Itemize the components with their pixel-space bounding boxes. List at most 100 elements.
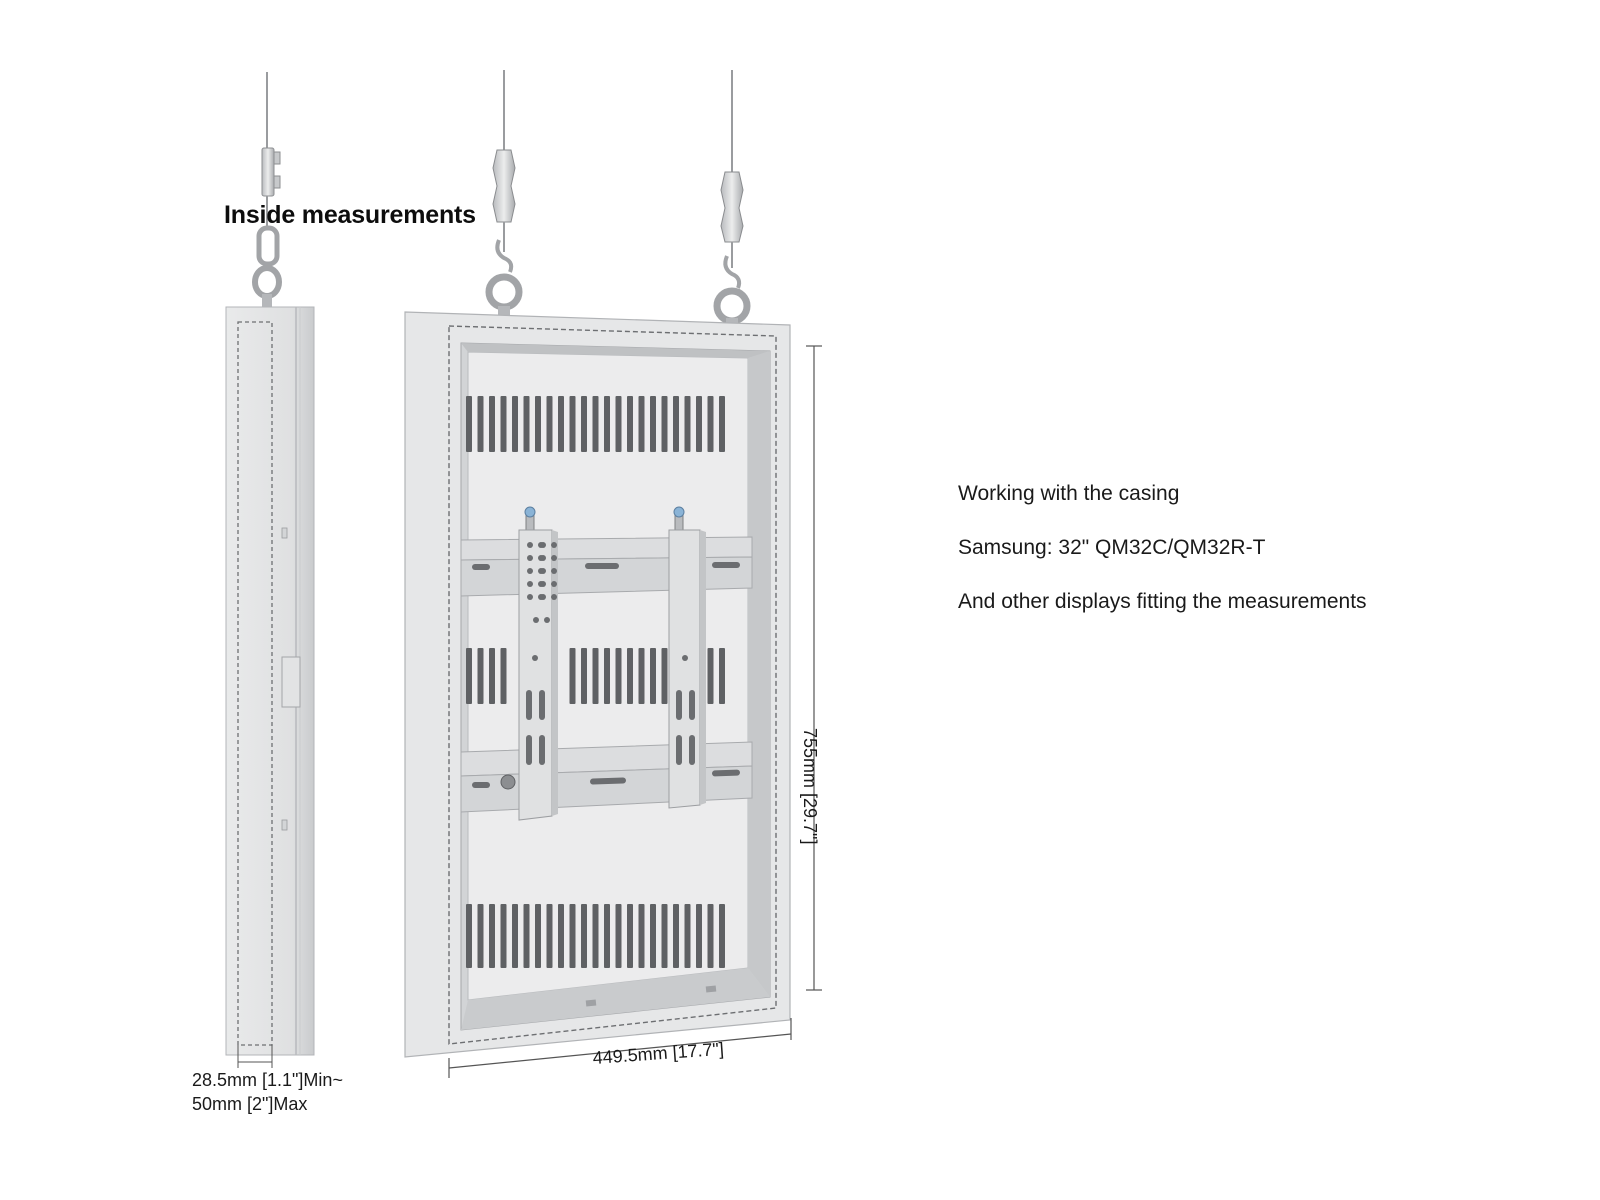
- vesa-bracket-left: [518, 506, 558, 821]
- vent-slot: [638, 904, 645, 968]
- bracket-hole: [538, 555, 544, 561]
- bracket-hole: [533, 617, 539, 623]
- bracket-hole: [526, 735, 532, 765]
- vent-slot: [638, 396, 645, 452]
- bracket-hole: [689, 690, 695, 720]
- bracket-hole: [689, 735, 695, 765]
- vent-slot: [604, 396, 610, 452]
- vent-slot: [592, 396, 599, 452]
- vent-slot: [512, 396, 518, 452]
- vent-slot: [661, 648, 668, 704]
- bracket-hole: [538, 568, 544, 574]
- vent-slot: [661, 396, 668, 452]
- vent-slot: [581, 648, 587, 704]
- vent-slot: [535, 904, 541, 968]
- vent-slot: [638, 648, 645, 704]
- vent-slot: [627, 904, 633, 968]
- height-dimension-line: [806, 345, 822, 991]
- compatibility-heading: Working with the casing: [958, 482, 1180, 505]
- vent-slot: [673, 396, 679, 452]
- compatibility-note: And other displays fitting the measureme…: [958, 590, 1367, 613]
- bracket-holes: [526, 542, 695, 765]
- vent-slot: [673, 904, 679, 968]
- bracket-hole: [551, 581, 557, 587]
- vent-slot: [615, 396, 622, 452]
- vent-slot: [466, 396, 472, 452]
- vent-slot: [489, 396, 495, 452]
- vent-slot: [684, 396, 691, 452]
- bracket-hole: [527, 542, 533, 548]
- bracket-hole: [551, 542, 557, 548]
- depth-dimension-label-line1: 28.5mm [1.1"]Min~: [192, 1070, 343, 1090]
- vent-slot: [604, 904, 610, 968]
- height-dimension-label: 755mm [29.7"]: [800, 728, 820, 845]
- depth-dimension-label-line2: 50mm [2"]Max: [192, 1094, 308, 1114]
- vent-slot: [523, 904, 530, 968]
- suspension-cables: [266, 70, 733, 172]
- vent-slot: [569, 904, 576, 968]
- vent-slot: [650, 648, 656, 704]
- bracket-hole: [551, 594, 557, 600]
- compatible-model: Samsung: 32" QM32C/QM32R-T: [958, 536, 1266, 559]
- vent-slot: [707, 396, 714, 452]
- bracket-hole: [527, 568, 533, 574]
- vent-slot: [477, 904, 484, 968]
- vent-slot: [523, 396, 530, 452]
- vent-slot: [592, 648, 599, 704]
- vent-slot: [500, 396, 507, 452]
- vent-slot: [627, 396, 633, 452]
- vent-slot: [512, 904, 518, 968]
- vent-slot: [500, 904, 507, 968]
- vent-slot: [546, 396, 553, 452]
- bracket-hole: [676, 690, 682, 720]
- width-dimension-line: [448, 1018, 792, 1078]
- bracket-hole: [551, 568, 557, 574]
- vent-slot: [719, 904, 725, 968]
- bracket-hole: [539, 735, 545, 765]
- vent-slot: [489, 648, 495, 704]
- vent-slot: [569, 648, 576, 704]
- vent-slot: [477, 396, 484, 452]
- vent-slot: [581, 396, 587, 452]
- vent-slot: [707, 904, 714, 968]
- bracket-hole: [538, 594, 544, 600]
- vent-slot: [546, 904, 553, 968]
- bracket-hole: [538, 542, 544, 548]
- vent-slot: [592, 904, 599, 968]
- bracket-hole: [539, 690, 545, 720]
- front-hanger-right: [713, 171, 751, 328]
- vent-slot: [707, 648, 714, 704]
- bracket-hole: [527, 594, 533, 600]
- vent-slot: [581, 904, 587, 968]
- bracket-hole: [538, 581, 544, 587]
- vent-slot: [558, 396, 564, 452]
- bracket-hole: [527, 555, 533, 561]
- bracket-hole: [532, 655, 538, 661]
- bracket-hole: [676, 735, 682, 765]
- bracket-hole: [682, 655, 688, 661]
- vent-slot: [627, 648, 633, 704]
- vent-slot: [684, 904, 691, 968]
- side-view-casing: [225, 306, 315, 1068]
- vent-slot: [466, 648, 472, 704]
- vent-slot: [719, 396, 725, 452]
- vent-slot: [650, 904, 656, 968]
- vent-slot: [489, 904, 495, 968]
- vent-slot: [604, 648, 610, 704]
- vent-slot: [569, 396, 576, 452]
- vent-slot: [661, 904, 668, 968]
- vent-slot: [535, 396, 541, 452]
- vent-slot: [650, 396, 656, 452]
- vent-slot: [500, 648, 507, 704]
- vent-slot: [558, 904, 564, 968]
- vent-slot: [615, 648, 622, 704]
- bracket-hole: [551, 555, 557, 561]
- vent-slot: [615, 904, 622, 968]
- diagram-title: Inside measurements: [224, 201, 476, 229]
- vent-slot: [719, 648, 725, 704]
- bracket-hole: [526, 690, 532, 720]
- vent-slot: [477, 648, 484, 704]
- vent-slot: [696, 904, 702, 968]
- bracket-hole: [544, 617, 550, 623]
